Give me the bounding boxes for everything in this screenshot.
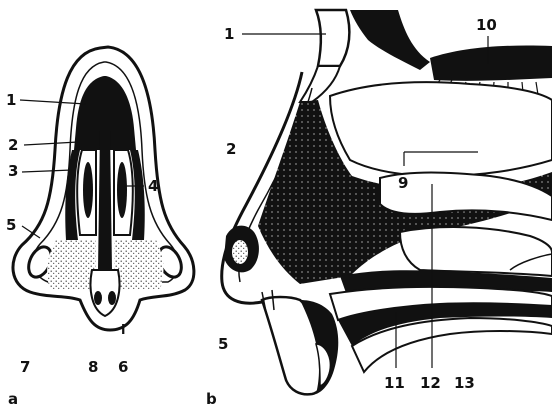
olfactory-bulb [430, 46, 552, 81]
label-a-4: 4 [148, 177, 158, 195]
label-b-10: 10 [476, 16, 497, 34]
label-b-9: 9 [398, 174, 408, 192]
label-b-11: 11 [384, 374, 405, 392]
nostril-right [108, 291, 116, 305]
nostril-opening [232, 240, 248, 264]
label-a-6: 6 [118, 358, 128, 376]
label-a-2: 2 [8, 136, 18, 154]
nostril-left [94, 291, 102, 305]
label-b-2: 2 [226, 140, 236, 158]
lower-stipple-region [47, 240, 96, 290]
label-b-1: 1 [224, 25, 234, 43]
label-a-5: 5 [6, 216, 16, 234]
label-b-12: 12 [420, 374, 441, 392]
panel-label-a: a [8, 390, 18, 408]
lower-stipple-region-right [114, 240, 163, 290]
upper-turbinate [330, 82, 552, 176]
panel-a-drawing [13, 47, 194, 330]
frontal-bone [316, 10, 349, 66]
septum-a [98, 130, 112, 270]
label-a-1: 1 [6, 91, 16, 109]
label-b-13: 13 [454, 374, 475, 392]
label-b-5: 5 [218, 335, 228, 353]
stray-mark-i: i [121, 323, 125, 338]
panel-label-b: b [206, 390, 217, 408]
panel-b-drawing [222, 10, 552, 394]
label-a-7: 7 [20, 358, 30, 376]
label-a-3: 3 [8, 162, 18, 180]
left-turbinate [83, 162, 93, 218]
right-turbinate [117, 162, 127, 218]
inferior-turbinate [400, 227, 552, 276]
label-a-8: 8 [88, 358, 98, 376]
frontal-sinus-black [350, 10, 430, 70]
